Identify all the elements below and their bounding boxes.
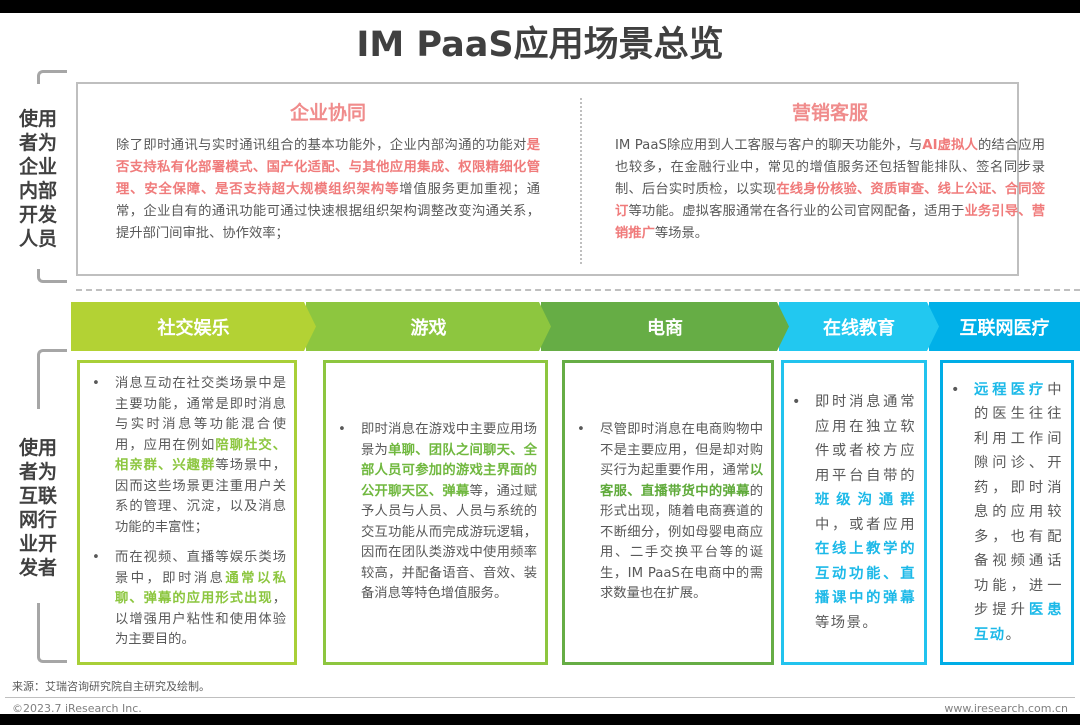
highlight-text: 业务引导、营销推广 (615, 204, 1046, 241)
banner-label: 游戏 (410, 317, 447, 339)
bracket-bottom-lower (37, 603, 67, 663)
marketing-service-column: 营销客服 IM PaaS除应用到人工客服与客户的聊天功能外，与AI虚拟人的结合应… (615, 84, 1045, 274)
footer-divider (5, 697, 1075, 698)
body-text: 除了即时通讯与实时通讯组合的基本功能外，企业内部沟通的功能对 (116, 138, 527, 153)
bullet-item: 即时消息在游戏中主要应用场景为单聊、团队之间聊天、全部人员可参加的游戏主界面的公… (336, 420, 537, 605)
banner-label: 在线教育 (823, 317, 895, 339)
body-text: 。 (1005, 626, 1022, 643)
bullet-list: 即时消息在游戏中主要应用场景为单聊、团队之间聊天、全部人员可参加的游戏主界面的公… (336, 420, 537, 605)
highlight-text: 医患互动 (974, 602, 1064, 643)
label-line: 发者 (18, 557, 57, 579)
banner-social-entertainment: 社交娱乐 (71, 302, 316, 351)
bullet-list: 远程医疗中的医生往往利用工作间隙问诊、开药，即时消息的应用较多，也有配备视频通话… (949, 378, 1063, 648)
body-text: IM PaaS除应用到人工客服与客户的聊天功能外，与 (615, 138, 923, 153)
highlight-text: 在线上教学的互动功能、直播课中的弹幕 (815, 541, 916, 606)
body-text: 等场景。 (654, 226, 709, 241)
body-text: 而在视频、直播等娱乐类场景中，即时消息 (115, 550, 286, 586)
banner-label: 电商 (647, 317, 683, 339)
bullet-item: 远程医疗中的医生往往利用工作间隙问诊、开药，即时消息的应用较多，也有配备视频通话… (949, 378, 1063, 648)
body-text: 即时消息在游戏中主要应用场景为 (361, 422, 537, 458)
label-line: 使用 (18, 437, 57, 459)
label-line: 者为 (18, 132, 57, 154)
card-online-education: 即时消息通常应用在独立软件或者校方应用平台自带的班级沟通群中，或者应用在线上教学… (781, 360, 927, 665)
bracket-top-lower (37, 269, 67, 283)
highlight-text: 以客服、直播带货中的弹幕 (600, 463, 763, 499)
bullet-item: 尽管即时消息在电商购物中不是主要应用，但是却对购买行为起重要作用，通常以客服、直… (575, 420, 763, 605)
body-text: 即时消息通常应用在独立软件或者校方应用平台自带的 (815, 394, 916, 484)
bullet-list: 消息互动在社交类场景中是主要功能，通常是即时消息与实时消息等功能混合使用，应用在… (90, 374, 286, 651)
bullet-item: 即时消息通常应用在独立软件或者校方应用平台自带的班级沟通群中，或者应用在线上教学… (790, 390, 916, 635)
enterprise-collaboration-heading: 企业协同 (289, 102, 366, 124)
highlight-text: 是否支持私有化部署模式、国产化适配、与其他应用集成、权限精细化管理、安全保障、是… (116, 138, 540, 197)
bracket-bottom-upper (37, 349, 67, 409)
body-text: 等功能。虚拟客服通常在各行业的公司官网配备，适用于 (628, 204, 965, 219)
card-gaming: 即时消息在游戏中主要应用场景为单聊、团队之间聊天、全部人员可参加的游戏主界面的公… (323, 360, 548, 665)
bullet-list: 即时消息通常应用在独立软件或者校方应用平台自带的班级沟通群中，或者应用在线上教学… (790, 390, 916, 635)
body-text: 增值服务更加重视；通常，企业自有的通讯功能可通过快速根据组织架构调整改变沟通关系… (116, 182, 541, 241)
body-text: ，以增强用户粘性和使用体验为主要目的。 (115, 591, 286, 648)
copyright: ©2023.7 iResearch Inc. (12, 702, 142, 715)
banner-gaming: 游戏 (306, 302, 551, 351)
body-text: 等场景。 (815, 614, 879, 631)
label-line: 者为 (18, 461, 57, 483)
body-text: 等，通过赋予人员与人员、人员与系统的交互功能从而完成游玩逻辑，因而在团队类游戏中… (361, 483, 537, 602)
marketing-service-heading: 营销客服 (791, 102, 868, 124)
banner-ecommerce: 电商 (541, 302, 789, 351)
enterprise-collaboration-text: 除了即时通讯与实时通讯组合的基本功能外，企业内部沟通的功能对是否支持私有化部署模… (116, 135, 540, 245)
label-line: 业开 (18, 533, 57, 555)
label-line: 企业 (18, 156, 57, 178)
internet-developer-label: 使用者为互联网行业开发者 (14, 436, 62, 580)
column-divider (580, 98, 582, 264)
website-link[interactable]: www.iresearch.com.cn (944, 702, 1068, 715)
highlight-text: 通常以私聊、弹幕的应用形式出现 (115, 570, 287, 607)
highlight-text: 班级沟通群 (815, 492, 916, 508)
banner-label: 社交娱乐 (157, 317, 230, 339)
highlight-text: 单聊、团队之间聊天、全部人员可参加的游戏主界面的公开聊天区、弹幕 (361, 442, 538, 499)
bullet-item: 而在视频、直播等娱乐类场景中，即时消息通常以私聊、弹幕的应用形式出现，以增强用户… (90, 548, 286, 651)
body-text: 中，或者应用 (815, 516, 916, 533)
label-line: 互联 (18, 485, 57, 507)
label-line: 人员 (18, 228, 57, 250)
body-text: 等场景中，因而这些场景更注重用户关系的管理、沉淀，以及消息功能的丰富性； (115, 458, 287, 535)
body-text: 消息互动在社交类场景中是主要功能，通常是即时消息与实时消息等功能混合使用，应用在… (115, 376, 286, 453)
highlight-text: 在线身份核验、资质审查、线上公证、合同签订 (615, 182, 1046, 219)
bullet-item: 消息互动在社交类场景中是主要功能，通常是即时消息与实时消息等功能混合使用，应用在… (90, 374, 286, 538)
body-text: 尽管即时消息在电商购物中不是主要应用，但是却对购买行为起重要作用，通常 (600, 422, 763, 479)
marketing-service-text: IM PaaS除应用到人工客服与客户的聊天功能外，与AI虚拟人的结合应用也较多，… (615, 135, 1045, 245)
page-title: IM PaaS应用场景总览 (356, 25, 724, 65)
bullet-list: 尽管即时消息在电商购物中不是主要应用，但是却对购买行为起重要作用，通常以客服、直… (575, 420, 763, 605)
highlight-text: AI虚拟人 (922, 138, 978, 153)
label-line: 开发 (18, 204, 57, 226)
body-text: 的结合应用也较多，在金融行业中，常见的增值服务还包括智能排队、签名同步录制、后台… (615, 138, 1045, 197)
enterprise-developer-label: 使用者为企业内部开发人员 (14, 107, 62, 251)
highlight-text: 远程医疗 (974, 381, 1048, 398)
label-line: 网行 (18, 509, 57, 531)
body-text: 的形式出现，随着电商赛道的不断细分，例如母婴电商应用、二手交换平台等的诞生，IM… (600, 483, 763, 602)
slide: IM PaaS应用场景总览 使用者为企业内部开发人员 企业协同 除了即时通讯与实… (0, 13, 1080, 715)
label-line: 内部 (18, 180, 57, 202)
banner-online-education: 在线教育 (779, 302, 939, 351)
highlight-text: 陪聊社交、相亲群、兴趣群 (115, 437, 287, 474)
banner-internet-healthcare: 互联网医疗 (929, 302, 1080, 351)
section-divider (76, 289, 1080, 291)
card-internet-healthcare: 远程医疗中的医生往往利用工作间隙问诊、开药，即时消息的应用较多，也有配备视频通话… (940, 360, 1074, 665)
banner-label: 互联网医疗 (959, 317, 1050, 339)
body-text: 中的医生往往利用工作间隙问诊、开药，即时消息的应用较多，也有配备视频通话功能，进… (974, 381, 1063, 619)
label-line: 使用 (18, 108, 57, 130)
enterprise-collaboration-column: 企业协同 除了即时通讯与实时通讯组合的基本功能外，企业内部沟通的功能对是否支持私… (116, 84, 540, 274)
source-note: 来源：艾瑞咨询研究院自主研究及绘制。 (12, 680, 210, 693)
enterprise-scenarios-box: 企业协同 除了即时通讯与实时通讯组合的基本功能外，企业内部沟通的功能对是否支持私… (76, 82, 1045, 276)
card-ecommerce: 尽管即时消息在电商购物中不是主要应用，但是却对购买行为起重要作用，通常以客服、直… (562, 360, 774, 665)
bracket-top-upper (37, 70, 67, 84)
card-social-entertainment: 消息互动在社交类场景中是主要功能，通常是即时消息与实时消息等功能混合使用，应用在… (77, 360, 297, 665)
